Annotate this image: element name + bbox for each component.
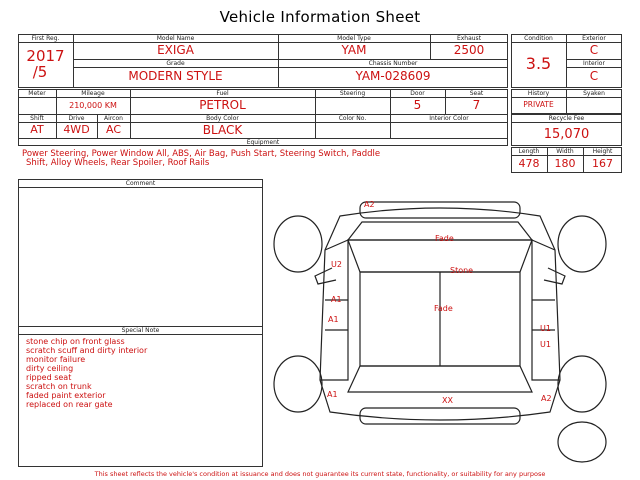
special-note-box (18, 326, 263, 467)
model-type-label: Model Type (337, 35, 371, 42)
damage-mark: A2 (364, 200, 375, 209)
front-bumper (359, 201, 521, 219)
seat-value: 7 (472, 98, 481, 112)
equipment-label: Equipment (246, 139, 280, 146)
first-reg-month: /5 (32, 63, 48, 81)
main-info-block (18, 34, 508, 88)
history-value: PRIVATE (523, 100, 554, 109)
syaken-label: Syaken (583, 90, 605, 97)
damage-mark: U1 (540, 340, 551, 349)
comment-label: Comment (125, 180, 156, 187)
fuel-value: PETROL (199, 98, 246, 112)
special-note-item: ripped seat (26, 373, 72, 382)
aircon-value: AC (105, 123, 121, 136)
length-label: Length (518, 148, 540, 155)
damage-mark: A2 (541, 394, 552, 403)
width-label: Width (556, 148, 574, 155)
special-note-item: monitor failure (26, 355, 86, 364)
recycle-fee-block (511, 114, 622, 146)
drive-value: 4WD (63, 123, 90, 136)
special-note-item: replaced on rear gate (26, 400, 113, 409)
damage-mark: A1 (331, 295, 342, 304)
model-type-value: YAM (341, 43, 367, 57)
drive-label: Drive (68, 115, 85, 122)
wheel-rear-left (273, 355, 323, 413)
mileage-label: Mileage (81, 90, 105, 97)
model-name-value: EXIGA (157, 43, 194, 57)
comment-box (18, 179, 263, 327)
damage-mark: Stone (450, 266, 474, 275)
special-note-item: scratch on trunk (26, 382, 92, 391)
special-note-label: Special Note (121, 327, 160, 334)
car-body-outline (319, 207, 561, 421)
chassis-number-label: Chassis Number (368, 60, 418, 67)
mileage-value: 210,000 KM (69, 101, 117, 110)
seat-label: Seat (469, 90, 484, 97)
equipment-line-2: Shift, Alloy Wheels, Rear Spoiler, Roof … (26, 158, 210, 168)
damage-mark: Fade (435, 234, 454, 243)
equipment-line-1: Power Steering, Power Window All, ABS, A… (22, 149, 381, 159)
disclaimer-footer: This sheet reflects the vehicle's condit… (94, 470, 546, 478)
rear-window (347, 365, 533, 393)
aircon-label: Aircon (104, 115, 123, 122)
color-no-label: Color No. (338, 115, 367, 122)
damage-mark: U1 (540, 324, 551, 333)
height-label: Height (592, 148, 613, 155)
exhaust-label: Exhaust (456, 35, 482, 42)
interior-value: C (589, 69, 599, 83)
wheel-rear-right (557, 355, 607, 413)
chassis-number-value: YAM-028609 (355, 69, 431, 83)
windshield (347, 239, 533, 273)
condition-value: 3.5 (525, 54, 552, 73)
door-label: Door (410, 90, 425, 97)
damage-mark: U2 (331, 260, 342, 269)
grade-label: Grade (166, 60, 185, 67)
model-name-label: Model Name (156, 35, 195, 42)
height-value: 167 (592, 157, 613, 170)
grade-value: MODERN STYLE (128, 69, 223, 83)
exterior-value: C (589, 43, 599, 57)
door-value: 5 (413, 98, 422, 112)
shift-value: AT (30, 123, 44, 136)
damage-mark: A1 (327, 390, 338, 399)
body-color-label: Body Color (206, 115, 239, 122)
first-reg-label: First Reg. (31, 35, 60, 42)
special-note-item: scratch scuff and dirty interior (26, 346, 148, 355)
special-note-item: dirty ceiling (26, 364, 74, 373)
length-value: 478 (518, 157, 540, 170)
car-diagram (273, 201, 607, 463)
special-note-item: stone chip on front glass (26, 337, 125, 346)
fuel-label: Fuel (216, 90, 229, 97)
damage-mark: A1 (328, 315, 339, 324)
condition-label: Condition (524, 35, 553, 42)
steering-label: Steering (339, 90, 366, 97)
dimensions-block (511, 147, 622, 173)
special-note-item: faded paint exterior (26, 391, 106, 400)
rear-bumper (359, 407, 521, 425)
interior-color-label: Interior Color (429, 115, 469, 122)
damage-mark: Fade (434, 304, 453, 313)
damage-mark: XX (442, 396, 453, 405)
specs-block (18, 89, 508, 146)
recycle-fee-value: 15,070 (543, 127, 590, 142)
recycle-fee-label: Recycle Fee (548, 115, 585, 122)
spare-wheel (557, 421, 607, 463)
exhaust-value: 2500 (453, 43, 485, 57)
first-reg-year: 2017 (26, 47, 65, 65)
body-color-value: BLACK (202, 123, 243, 137)
interior-label: Interior (583, 60, 605, 67)
width-value: 180 (554, 157, 576, 170)
meter-label: Meter (28, 90, 46, 97)
history-label: History (527, 90, 550, 97)
wheel-front-right (557, 215, 607, 273)
exterior-label: Exterior (582, 35, 606, 42)
wheel-front-left (273, 215, 323, 273)
shift-label: Shift (30, 115, 44, 122)
sheet-title: Vehicle Information Sheet (219, 8, 421, 26)
